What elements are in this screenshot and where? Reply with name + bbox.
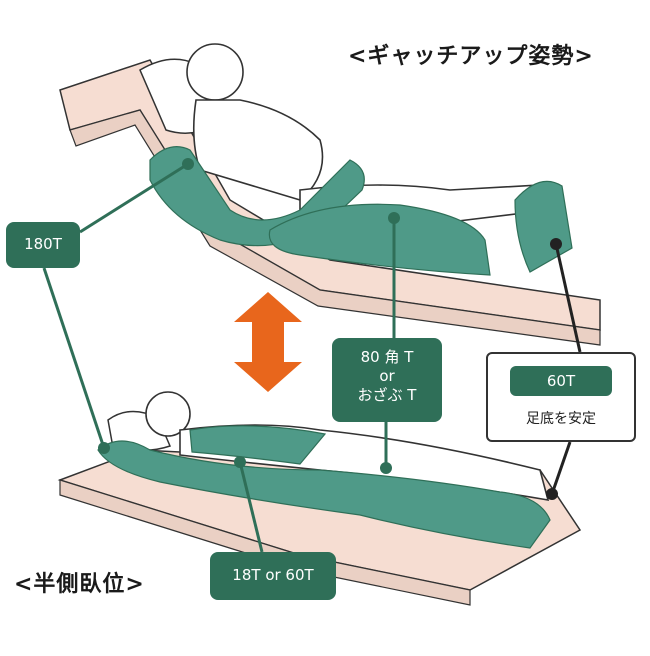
transition-arrow [234,292,302,392]
callout-label-foot-stabilize: 足底を安定 [526,411,596,427]
size-tag-80t-or-ozabu: 80 角 T or おざぶ T [332,338,442,422]
callout-box-60t: 60T 足底を安定 [486,352,636,442]
size-tag-18t-or-60t: 18T or 60T [210,552,336,600]
size-tag-80t-line2: or [379,366,395,385]
leader-lines [42,158,582,553]
posture-title-gatch-up: <ギャッチアップ姿勢> [348,44,594,69]
size-tag-180t: 180T [6,222,80,268]
size-tag-80t-line3: おざぶ T [357,385,417,404]
reclined-patient [186,43,550,223]
size-tag-60t: 60T [510,366,612,396]
size-tag-80t-line1: 80 角 T [360,348,414,366]
side-lying-cushions [97,425,551,549]
posture-title-semi-side-lying: <半側臥位> [14,572,145,597]
